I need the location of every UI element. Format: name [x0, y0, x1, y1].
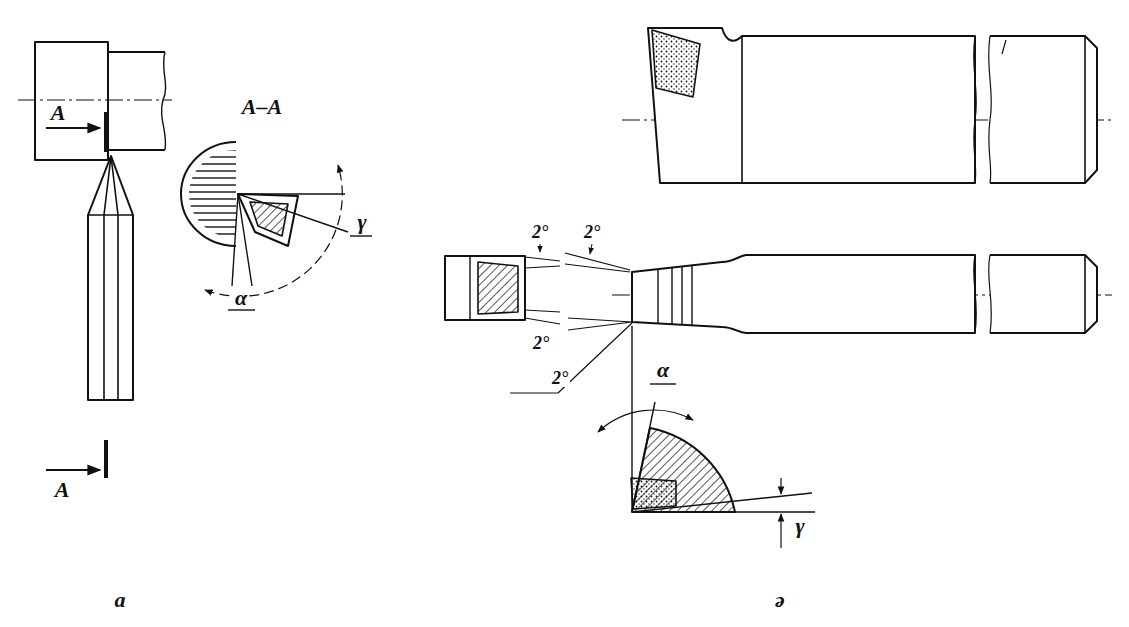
drawing-label: 2°: [530, 223, 550, 241]
drawing-label: α: [655, 359, 671, 381]
drawing-label: γ: [355, 211, 368, 233]
drawing-label: A: [49, 102, 68, 124]
drawing-label: A–A: [240, 96, 284, 118]
drawing-label: 2°: [531, 334, 551, 352]
drawing-label: ə: [773, 589, 787, 611]
drawing-label: 2°: [550, 369, 570, 387]
drawing-label: A: [53, 479, 72, 501]
drawing-label: γ: [793, 515, 806, 537]
drawing-label: 2°: [582, 223, 602, 241]
drawing-label: α: [233, 287, 249, 309]
drawing-label: a: [113, 589, 128, 611]
